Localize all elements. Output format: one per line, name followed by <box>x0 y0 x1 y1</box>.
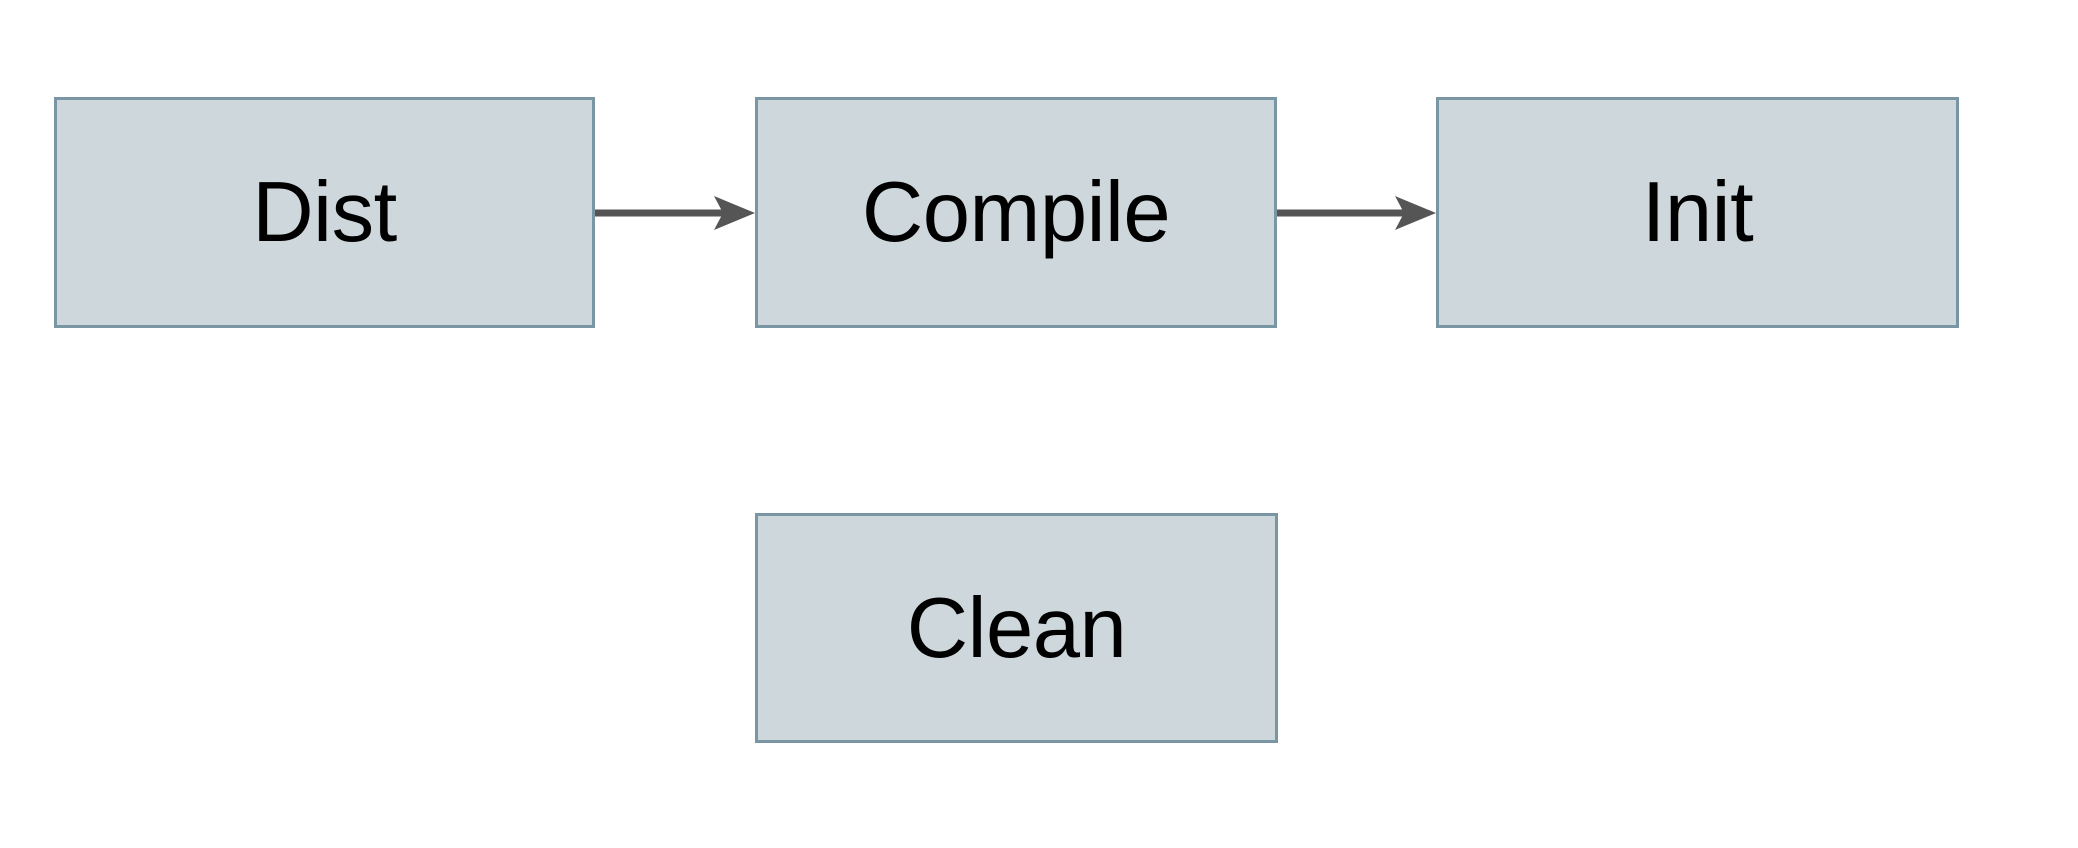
node-dist[interactable]: Dist <box>54 97 595 328</box>
node-compile-label: Compile <box>861 165 1171 260</box>
node-init-label: Init <box>1641 165 1754 260</box>
node-init[interactable]: Init <box>1436 97 1959 328</box>
node-clean-label: Clean <box>906 580 1127 676</box>
edge-compile-to-init-hitarea[interactable] <box>1277 193 1436 233</box>
node-compile[interactable]: Compile <box>755 97 1277 328</box>
edge-dist-to-compile-hitarea[interactable] <box>595 193 755 233</box>
node-clean[interactable]: Clean <box>755 513 1278 743</box>
node-dist-label: Dist <box>252 165 397 260</box>
